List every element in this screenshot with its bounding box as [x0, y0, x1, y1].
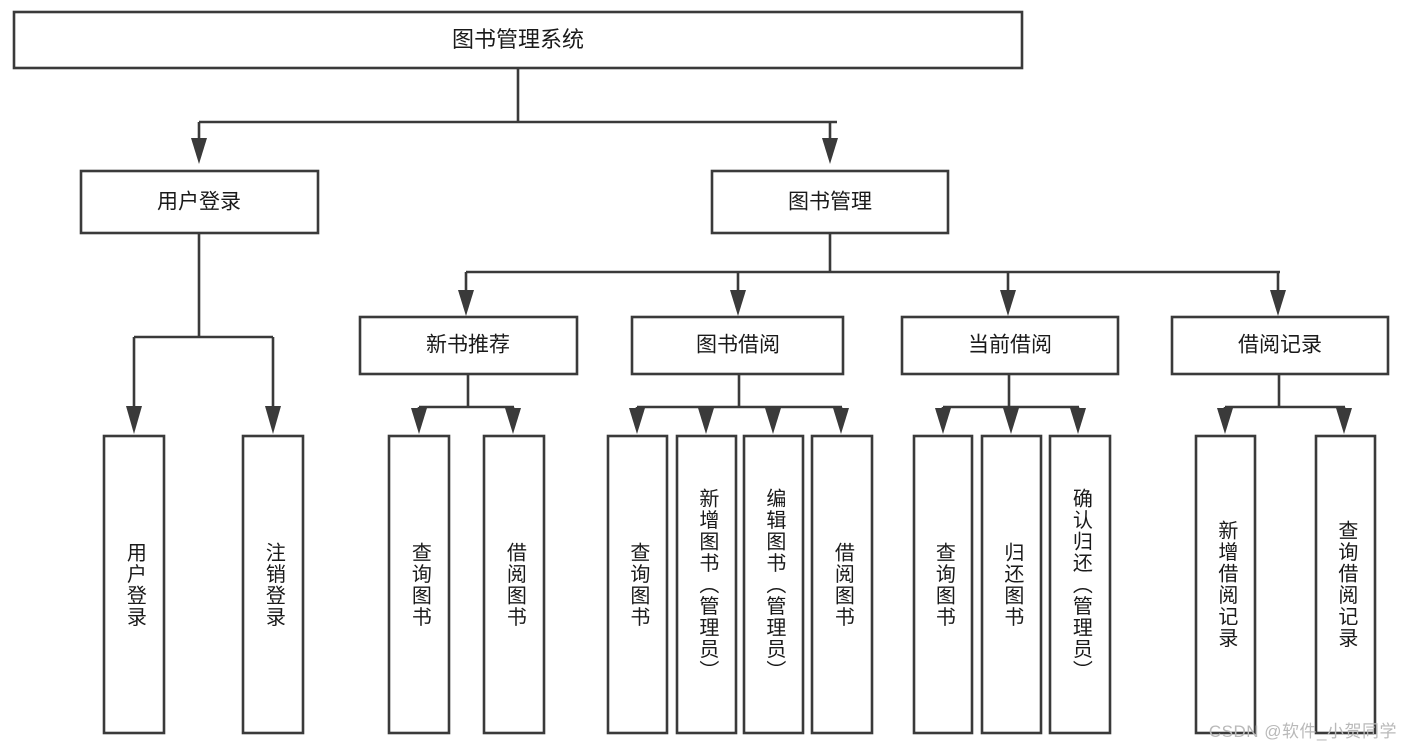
connector-group-root	[191, 68, 838, 164]
arrow-to-leaf-edit-book	[765, 408, 781, 434]
node-new-book-rec-label: 新书推荐	[426, 334, 510, 357]
node-book-manage-box[interactable]	[710, 169, 950, 235]
node-new-book-rec-box[interactable]	[358, 315, 579, 376]
arrow-to-book-borrow	[730, 290, 746, 316]
arrow-to-borrow-record	[1270, 290, 1286, 316]
node-root-label: 图书管理系统	[452, 27, 584, 52]
arrow-to-leaf-query-record	[1336, 408, 1352, 434]
connector-group-current-borrow	[935, 374, 1086, 434]
watermark-label: CSDN @软件_小贺同学	[1208, 722, 1397, 741]
node-borrow-record-box[interactable]	[1170, 315, 1390, 376]
node-book-borrow-label: 图书借阅	[696, 334, 780, 357]
node-leaf-query-book-2-box[interactable]	[606, 434, 669, 735]
node-leaf-user-logout-box[interactable]	[241, 434, 305, 735]
node-current-borrow-label: 当前借阅	[968, 334, 1052, 357]
arrow-to-leaf-confirm-return	[1070, 408, 1086, 434]
node-leaf-confirm-return-box[interactable]	[1048, 434, 1112, 735]
arrow-to-leaf-add-record	[1217, 408, 1233, 434]
node-root-box[interactable]	[12, 10, 1024, 70]
node-leaf-user-login-box[interactable]	[102, 434, 166, 735]
node-leaf-query-book-3-box[interactable]	[912, 434, 974, 735]
connector-group-book-manage	[458, 233, 1286, 316]
arrow-to-current-borrow	[1000, 290, 1016, 316]
node-leaf-query-record-box[interactable]	[1314, 434, 1377, 735]
node-leaf-borrow-book-1-box[interactable]	[482, 434, 546, 735]
node-book-manage-label: 图书管理	[788, 191, 872, 214]
arrow-root-to-book-manage	[822, 138, 838, 164]
arrow-to-leaf-query-book-2	[629, 408, 645, 434]
arrow-to-leaf-query-book-3	[935, 408, 951, 434]
node-leaf-add-book-box[interactable]	[675, 434, 738, 735]
connector-group-borrow-record	[1217, 374, 1352, 434]
node-leaf-return-book-box[interactable]	[980, 434, 1043, 735]
arrow-to-leaf-borrow-book-1	[505, 408, 521, 434]
arrow-root-to-user-login	[191, 138, 207, 164]
arrow-to-leaf-user-logout	[265, 406, 281, 434]
node-leaf-query-book-1-box[interactable]	[387, 434, 451, 735]
node-leaf-add-record-box[interactable]	[1194, 434, 1257, 735]
node-user-login-label: 用户登录	[157, 191, 241, 214]
node-leaf-borrow-book-2-box[interactable]	[810, 434, 874, 735]
node-borrow-record-label: 借阅记录	[1238, 334, 1322, 357]
connector-group-book-borrow	[629, 374, 849, 434]
arrow-to-leaf-return-book	[1003, 408, 1019, 434]
arrow-to-new-book-rec	[458, 290, 474, 316]
connector-group-new-book-rec	[411, 374, 521, 434]
node-leaf-edit-book-box[interactable]	[742, 434, 805, 735]
node-book-borrow-box[interactable]	[630, 315, 845, 376]
arrow-to-leaf-user-login	[126, 406, 142, 434]
arrow-to-leaf-query-book-1	[411, 408, 427, 434]
arrow-to-leaf-borrow-book-2	[833, 408, 849, 434]
node-current-borrow-box[interactable]	[900, 315, 1120, 376]
arrow-to-leaf-add-book	[698, 408, 714, 434]
connector-group-user-login	[126, 233, 281, 434]
node-user-login-box[interactable]	[79, 169, 320, 235]
